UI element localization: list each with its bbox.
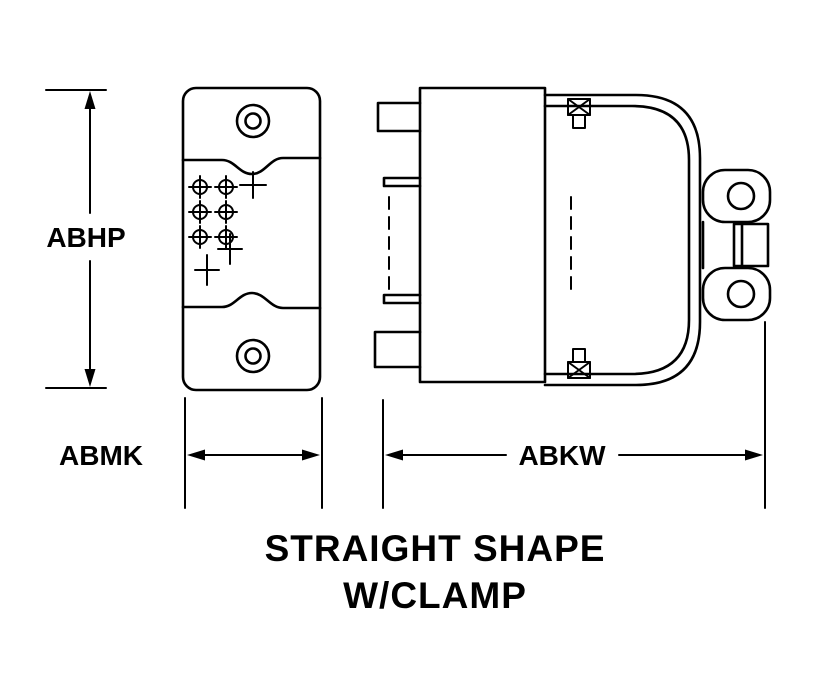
contact-pin: [214, 200, 238, 224]
abkw-arrow-left: [385, 449, 403, 461]
front-view-upper-divider: [181, 156, 322, 176]
front-view: [181, 86, 322, 392]
mount-ear-bottom-hole: [726, 279, 756, 309]
contact-pin: [188, 175, 212, 199]
front-screw-top-outer: [235, 103, 271, 139]
front-screw-bottom-inner: [244, 347, 262, 365]
dimension-abhp: [45, 89, 107, 389]
front-screw-bottom-outer: [235, 338, 271, 374]
contact-cross: [194, 254, 220, 286]
label-abkw: ABKW: [518, 440, 606, 471]
mount-block: [732, 222, 770, 268]
clamp-screw-top: [567, 98, 591, 129]
clamp-inner-shell: [543, 104, 691, 376]
front-view-contacts: [188, 171, 267, 286]
abmk-arrow-right: [302, 449, 320, 461]
contact-pin: [214, 175, 238, 199]
side-lower-ledge: [382, 293, 422, 305]
front-screw-top-inner: [244, 112, 262, 130]
contact-cross: [239, 171, 267, 199]
title-line-2: W/CLAMP: [343, 575, 527, 616]
contact-cross: [217, 233, 243, 265]
dimension-abmk: [184, 397, 323, 509]
side-view: [373, 86, 772, 387]
front-view-lower-divider: [181, 291, 322, 310]
label-abmk: ABMK: [59, 440, 143, 471]
mount-ear-top: [701, 168, 772, 224]
contact-pin: [188, 200, 212, 224]
clamp-screws: [567, 98, 591, 379]
abmk-arrow-left: [187, 449, 205, 461]
clamp-screw-bottom: [567, 348, 591, 379]
dimension-abkw: [382, 321, 766, 509]
mount-ear-bottom: [701, 266, 772, 322]
mount-ear-top-hole: [726, 181, 756, 211]
title-line-1: STRAIGHT SHAPE: [265, 528, 606, 569]
label-abhp: ABHP: [46, 222, 125, 253]
contact-pin: [214, 225, 238, 249]
side-upper-ledge: [382, 176, 422, 188]
hidden-edge-lines: [388, 196, 572, 290]
clamp-outer-shell: [543, 93, 702, 387]
side-bottom-tab: [373, 330, 422, 369]
abkw-arrow-right: [745, 449, 763, 461]
abhp-arrow-down: [84, 369, 96, 387]
contact-pin: [188, 225, 212, 249]
front-view-outline: [181, 86, 322, 392]
side-top-tab: [376, 101, 422, 133]
abhp-arrow-up: [84, 91, 96, 109]
side-body-outline: [418, 86, 547, 384]
